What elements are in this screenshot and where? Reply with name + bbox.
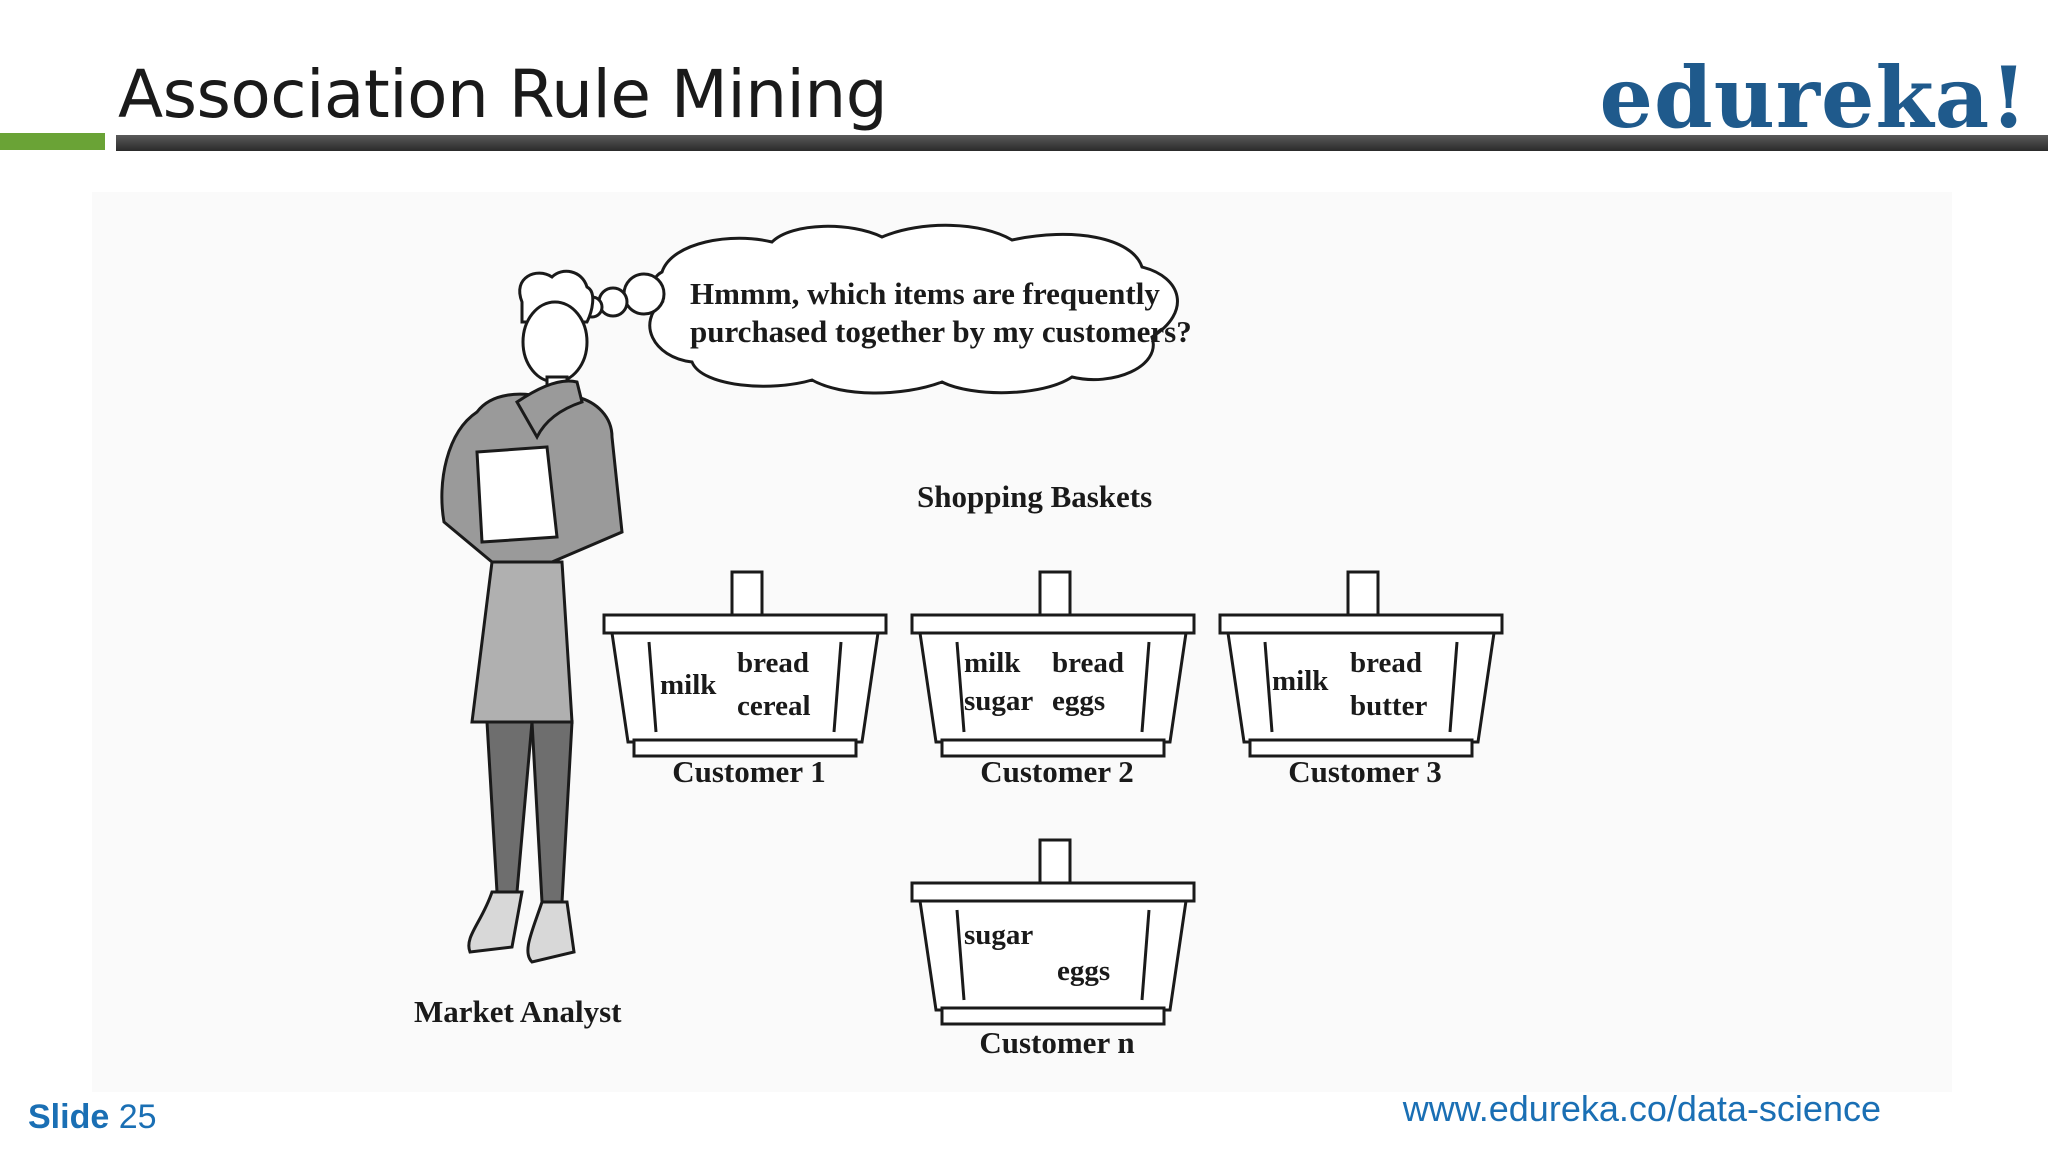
- item-eggs: eggs: [1052, 685, 1105, 717]
- accent-bar-green: [0, 133, 105, 150]
- item-butter: butter: [1350, 690, 1427, 722]
- basket-customer-3: bread milk butter Customer 3: [1218, 570, 1504, 789]
- illustration-svg: Hmmm, which items are frequently purchas…: [414, 223, 1504, 1060]
- edureka-logo: edureka!: [1599, 48, 2028, 147]
- slide-title: Association Rule Mining: [118, 56, 888, 133]
- basket-label: Customer n: [979, 1025, 1134, 1060]
- thought-text-line-1: Hmmm, which items are frequently: [690, 276, 1160, 311]
- basket-customer-n: sugar eggs Customer n: [910, 838, 1196, 1060]
- slide-label: Slide: [28, 1098, 110, 1136]
- analyst-figure: [440, 269, 624, 964]
- basket-label: Customer 2: [980, 754, 1134, 789]
- basket-customer-2: milk bread sugar eggs Customer 2: [910, 570, 1196, 789]
- basket-label: Customer 3: [1288, 754, 1442, 789]
- item-sugar: sugar: [964, 685, 1033, 717]
- item-milk: milk: [1272, 665, 1329, 697]
- item-cereal: cereal: [737, 690, 811, 722]
- item-milk: milk: [964, 647, 1021, 679]
- item-bread: bread: [1052, 647, 1124, 679]
- slide-number: Slide 25: [28, 1098, 157, 1137]
- baskets-heading: Shopping Baskets: [917, 479, 1152, 514]
- slide-number-value: 25: [118, 1098, 157, 1136]
- item-bread: bread: [1350, 647, 1422, 679]
- item-milk: milk: [660, 669, 717, 701]
- basket-customer-1: bread milk cereal Customer 1: [602, 570, 888, 789]
- item-bread: bread: [737, 647, 809, 679]
- analyst-label: Market Analyst: [414, 994, 622, 1029]
- market-basket-illustration: Hmmm, which items are frequently purchas…: [92, 192, 1952, 1092]
- thought-text-line-2: purchased together by my customers?: [690, 314, 1192, 349]
- item-eggs: eggs: [1057, 955, 1110, 987]
- footer-url-link[interactable]: www.edureka.co/data-science: [1402, 1088, 1881, 1129]
- item-sugar: sugar: [964, 919, 1033, 951]
- header-divider-bar: [116, 135, 2048, 151]
- basket-label: Customer 1: [672, 754, 826, 789]
